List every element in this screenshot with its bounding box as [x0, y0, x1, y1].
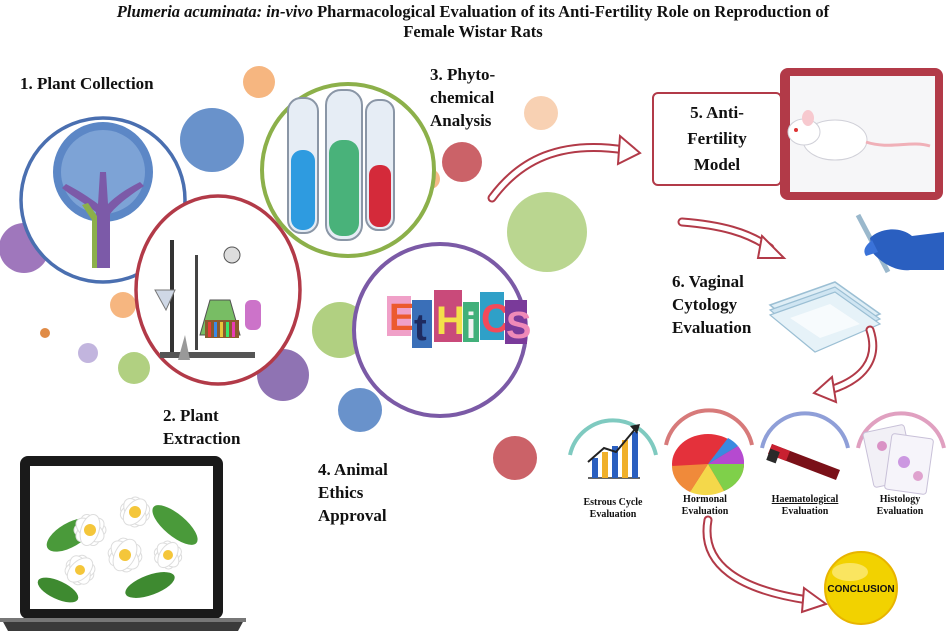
step5-line3: Model: [693, 155, 741, 174]
arrowhead: [800, 586, 829, 614]
plant-extraction-circle: [134, 194, 302, 386]
phytochemical-analysis-circle: [260, 82, 436, 258]
step5-line1: 5. Anti-: [690, 103, 744, 122]
conclusion-text: CONCLUSION: [827, 584, 894, 595]
blood-tube-icon: [766, 444, 840, 480]
step3-line2: chemical: [430, 88, 495, 107]
step5-box: 5. Anti- Fertility Model: [652, 92, 782, 186]
haem-line1: Haematological: [771, 494, 839, 505]
bubble: [118, 352, 150, 384]
bar-chart-icon: [587, 424, 640, 479]
step6-line3: Evaluation: [672, 318, 752, 337]
decorative-bubbles: [0, 66, 587, 480]
hormonal-line2: Evaluation: [681, 506, 729, 517]
arrowhead: [756, 233, 787, 259]
histology-slides-icon: [862, 424, 934, 495]
ethics-circle: E t H i C S: [352, 242, 531, 418]
step2-label: 2. Plant Extraction: [163, 404, 240, 450]
histo-line2: Evaluation: [876, 506, 924, 517]
step3-line1: 3. Phyto-: [430, 65, 496, 84]
plant-collection-circle: [19, 116, 187, 284]
plumeria-flower-icon: [37, 496, 198, 603]
haematological-evaluation: [760, 411, 850, 480]
estrous-label: Estrous Cycle Evaluation: [568, 497, 658, 521]
step6-label: 6. Vaginal Cytology Evaluation: [672, 270, 751, 339]
estrous-cycle-evaluation: [568, 418, 658, 479]
step4-label: 4. Animal Ethics Approval: [318, 458, 388, 527]
estrous-line1: Estrous Cycle: [583, 497, 643, 508]
step6-line1: 6. Vaginal: [672, 272, 744, 291]
step4-line1: 4. Animal: [318, 460, 388, 479]
microscope-slides-icon: [768, 281, 882, 353]
rat-icon: [787, 110, 931, 161]
test-tubes-icon: [287, 89, 395, 241]
arrowhead: [812, 375, 838, 404]
arrow-model-to-cytology: [677, 217, 775, 253]
bubble: [524, 96, 558, 130]
step3-line3: Analysis: [430, 111, 492, 130]
step6-line2: Cytology: [672, 295, 738, 314]
arrowhead: [616, 133, 642, 166]
estrous-line2: Evaluation: [589, 509, 637, 520]
arrow-ethics-to-model: [487, 142, 630, 203]
hormonal-evaluation: [664, 408, 754, 496]
bubble: [338, 388, 382, 432]
hormonal-label: Hormonal Evaluation: [660, 494, 750, 518]
ethics-letters: E t H i C S: [387, 290, 531, 349]
tree-icon: [53, 122, 153, 268]
flow-arrows: [487, 133, 878, 614]
bubble: [180, 108, 244, 172]
histo-line1: Histology: [879, 494, 921, 505]
bubble: [243, 66, 275, 98]
step4-line3: Approval: [318, 506, 387, 525]
diagram-title: Plumeria acuminata: in-vivo Pharmacologi…: [0, 2, 946, 42]
step1-label: 1. Plant Collection: [20, 74, 154, 93]
step2-line2: Extraction: [163, 429, 241, 448]
title-italic: Plumeria acuminata: in-vivo: [116, 2, 313, 21]
conclusion-badge: CONCLUSION: [824, 551, 898, 625]
ethics-letter: E: [389, 297, 414, 339]
bubble: [110, 292, 136, 318]
bubble: [78, 343, 98, 363]
gloved-hand-icon: [855, 213, 944, 274]
title-rest: Pharmacological Evaluation of its Anti-F…: [312, 2, 830, 21]
step5-line2: Fertility: [687, 129, 747, 148]
title-line-2: Female Wistar Rats: [403, 22, 543, 41]
haem-line2: Evaluation: [781, 506, 829, 517]
bubble: [40, 328, 50, 338]
step3-label: 3. Phyto- chemical Analysis: [430, 63, 495, 132]
ethics-letter: H: [436, 299, 465, 343]
ethics-letter: t: [414, 307, 427, 349]
bubble: [493, 436, 537, 480]
laptop-icon: [0, 456, 246, 631]
bubble: [507, 192, 587, 272]
step5-label: 5. Anti- Fertility Model: [654, 100, 780, 178]
histology-label: Histology Evaluation: [855, 494, 945, 518]
step2-line1: 2. Plant: [163, 406, 219, 425]
bubble: [442, 142, 482, 182]
pie-chart-icon: [672, 434, 745, 496]
step4-line2: Ethics: [318, 483, 364, 502]
haematological-label: Haematological Evaluation: [760, 494, 850, 518]
ethics-letter: S: [506, 305, 531, 347]
title-line-1: Plumeria acuminata: in-vivo Pharmacologi…: [0, 2, 946, 22]
hormonal-line1: Hormonal: [683, 494, 727, 505]
lab-apparatus-icon: [154, 240, 261, 360]
ethics-letter: i: [466, 305, 476, 346]
rat-image-frame: [780, 68, 943, 200]
histology-evaluation: [856, 411, 946, 495]
